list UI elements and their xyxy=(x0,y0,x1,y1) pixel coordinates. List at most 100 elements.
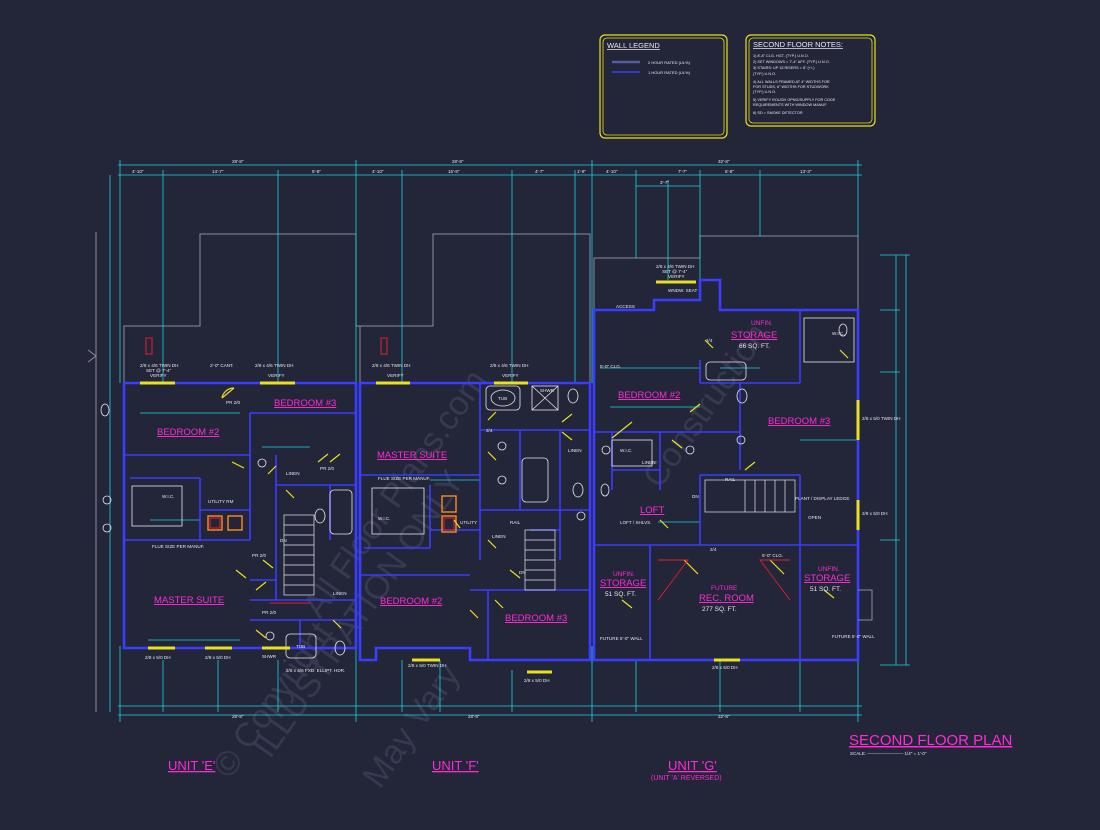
red-marks xyxy=(145,337,455,604)
note: LINEN xyxy=(642,460,656,465)
toilet xyxy=(567,388,579,404)
note: W.I.C. xyxy=(378,516,391,521)
unit-labels: UNIT 'E' UNIT 'F' UNIT 'G' (UNIT 'A' REV… xyxy=(168,758,722,782)
note: 2/8 x 5/0 DH xyxy=(205,655,231,660)
windows xyxy=(140,280,860,674)
room-area: 66 SQ. FT. xyxy=(739,343,770,350)
note: TUB xyxy=(498,396,507,401)
storage-hatch xyxy=(131,317,855,535)
note: FLUE SIZE PER MANUF. xyxy=(378,476,430,481)
note: LINEN xyxy=(333,591,347,596)
room-prefix: FUTURE xyxy=(711,585,738,592)
dim-label: 28'-8" xyxy=(452,159,464,164)
note-line: 1) 8'-8" CLG. HGT. (TYP.) U.N.O. xyxy=(753,54,809,58)
dimension-lines xyxy=(109,160,910,722)
dimension-text: 28'-8" 28'-8" 32'-8" 4'-10" 14'-7" 5'-8"… xyxy=(132,159,812,719)
dim-label: 32'-8" xyxy=(718,714,730,719)
note: FLUE SIZE PER MANUF. xyxy=(152,544,204,549)
note: SHWR xyxy=(262,654,277,659)
note-line: 6) SD = SMOKE DETECTOR xyxy=(753,111,803,115)
dim-label: 4'-7" xyxy=(535,169,544,174)
room-label: BEDROOM #2 xyxy=(618,390,680,401)
note: RAIL xyxy=(510,520,521,525)
note: DN xyxy=(519,570,526,575)
note: LINEN xyxy=(286,471,300,476)
note: 2/8 x 4/6 TWIN DH xyxy=(140,363,178,368)
toilet xyxy=(334,640,346,656)
unit-g-exterior-wall xyxy=(592,278,860,662)
room-labels: BEDROOM #2 BEDROOM #3 MASTER SUITE MASTE… xyxy=(154,330,850,624)
note: DN xyxy=(280,538,287,543)
second-floor-notes: SECOND FLOOR NOTES: 1) 8'-8" CLG. HGT. (… xyxy=(745,34,876,127)
toilet xyxy=(600,483,610,497)
wall-legend-entry: 1 HOUR RATED (UL%) xyxy=(648,70,691,75)
toilet xyxy=(838,323,848,337)
wall-legend: WALL LEGEND 2 HOUR RATED (UL%) 1 HOUR RA… xyxy=(599,34,728,139)
dim-label: 32'-8" xyxy=(718,159,730,164)
room-area: 277 SQ. FT. xyxy=(702,606,737,613)
plan-scale: SCALE: ———————— 1/4" = 1'-0" xyxy=(850,751,927,756)
note: W.I.C. xyxy=(162,494,175,499)
room-label: LOFT xyxy=(640,505,664,516)
note-line: REQUIREMENTS WITH WINDOW MANUF. xyxy=(753,103,827,107)
note: 2/8 x 4/6 FXD. ELLIPT. HDR. xyxy=(286,668,345,673)
note: PR 2/0 xyxy=(226,400,240,405)
note-line: 3) STAIRS: UP 15 RISERS = 8" (+/-) xyxy=(753,66,815,70)
note: 2/8 x 5/0 DH xyxy=(145,655,171,660)
sink xyxy=(685,445,695,455)
unit-g-stair xyxy=(704,479,796,513)
note-line: (TYP.) U.N.O. xyxy=(753,90,776,94)
unit-label: UNIT 'E' xyxy=(168,758,215,773)
note-line: 5) VERIFY ROUGH OPNG/SUPPLY FOR CODE xyxy=(753,98,836,102)
doors xyxy=(221,339,849,639)
sink xyxy=(576,511,586,521)
note: 2/8 x 5/0 TWIN DH xyxy=(862,416,900,421)
stairs xyxy=(283,479,796,596)
sink xyxy=(497,475,507,485)
note: VERIFY xyxy=(668,274,685,279)
dim-label: 4'-10" xyxy=(132,169,144,174)
note: VERIFY xyxy=(502,373,519,378)
dim-label: 4'-10" xyxy=(372,169,384,174)
room-label: STORAGE xyxy=(731,330,777,341)
bay-projection xyxy=(858,589,873,621)
dim-label: 28'-8" xyxy=(232,159,244,164)
note: 5'-0" CLG. xyxy=(600,364,621,369)
note: UTILITY RM xyxy=(208,499,234,504)
tub xyxy=(705,361,747,381)
note: FUTURE 5'-0" WALL xyxy=(832,634,875,639)
note: PLANT / DISPLAY LEDGE xyxy=(795,496,849,501)
room-label: BEDROOM #3 xyxy=(274,398,336,409)
note-line: 2) SET WINDOWS = 7'-4" AFF. (TYP.) U.N.O… xyxy=(753,60,830,64)
dim-label: 13'-3" xyxy=(800,169,812,174)
dim-label: 5'-8" xyxy=(312,169,321,174)
sink xyxy=(497,441,507,451)
note: DN xyxy=(692,494,699,499)
note: W.I.C. xyxy=(832,331,845,336)
note: 2/8 x 4/6 TWIN DH xyxy=(490,363,528,368)
dim-label: 6'-8" xyxy=(725,169,734,174)
note: UTILITY xyxy=(460,520,477,525)
note: VERIFY xyxy=(268,373,285,378)
room-prefix: UNFIN. xyxy=(751,320,773,327)
note: LINEN xyxy=(492,534,506,539)
rec-room-roofline xyxy=(657,559,791,601)
room-prefix: UNFIN. xyxy=(613,571,635,578)
sink xyxy=(265,631,275,641)
note: OPEN xyxy=(808,515,821,520)
tub xyxy=(329,489,353,535)
room-label: BEDROOM #3 xyxy=(505,613,567,624)
dim-label: 7'-7" xyxy=(678,169,687,174)
note: TUB xyxy=(296,644,305,649)
note: SET @ 7'-4" xyxy=(146,368,172,373)
note: 5'-0" CLG. xyxy=(762,553,783,558)
room-label: REC. ROOM xyxy=(699,593,754,604)
note-line: 4) ALL WALLS FRAMED AT 4" WIDTHS FOR xyxy=(753,80,830,84)
unit-sublabel: (UNIT 'A' REVERSED) xyxy=(651,775,722,782)
room-label: STORAGE xyxy=(804,573,850,584)
utility-equipment xyxy=(207,495,457,533)
unit-label: UNIT 'F' xyxy=(432,758,479,773)
dim-label: 28'-8" xyxy=(232,714,244,719)
